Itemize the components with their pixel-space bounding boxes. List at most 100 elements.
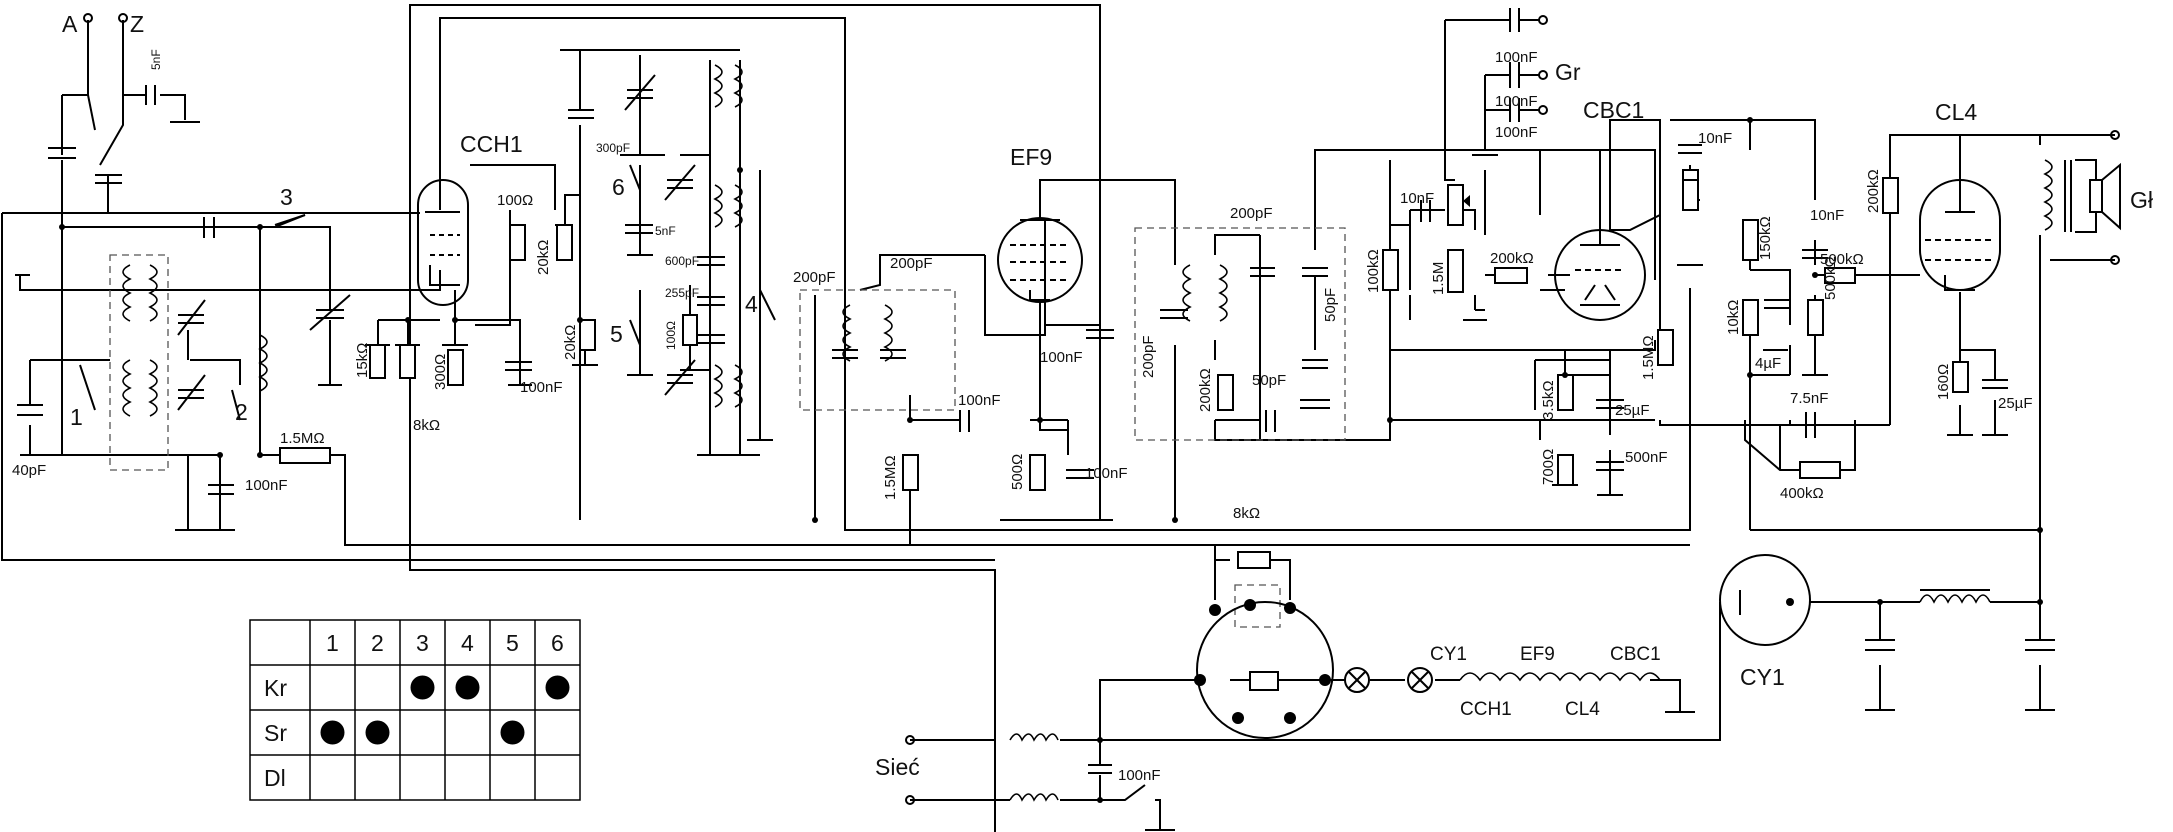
table-col-5: 5 <box>506 630 519 656</box>
capacitor <box>880 349 906 359</box>
coil <box>148 359 158 417</box>
ground-label: Z <box>130 11 144 37</box>
label-c-100nf-ef9: 100nF <box>1040 349 1083 366</box>
tube-ef9 <box>997 180 1083 350</box>
switch-label-2: 2 <box>235 399 248 425</box>
junction-dots <box>59 117 2043 803</box>
mains-choke <box>1009 733 1059 742</box>
potentiometer <box>1447 184 1464 226</box>
coil <box>258 334 268 392</box>
resistor <box>1217 374 1234 411</box>
label-c-40pf: 40pF <box>12 462 46 479</box>
capacitor <box>625 224 653 234</box>
label-r-200k-det: 200kΩ <box>1197 368 1214 412</box>
label-r-500-ef9: 500Ω <box>1009 454 1026 490</box>
capacitor <box>1596 399 1624 409</box>
coil <box>148 264 158 322</box>
resistor <box>1807 299 1824 336</box>
label-r-1m5-g: 1.5MΩ <box>882 455 899 500</box>
label-c-300pf: 300pF <box>596 141 630 155</box>
label-r-200k-cl4: 200kΩ <box>1865 169 1882 213</box>
resistor <box>556 224 573 261</box>
label-c-50pf-b: 50pF <box>1252 372 1286 389</box>
table-mark-sr-1 <box>320 720 345 745</box>
resistor <box>369 344 386 379</box>
speaker-icon <box>2075 159 2121 233</box>
switch-2-contact <box>231 389 241 421</box>
capacitor <box>2025 639 2055 651</box>
capacitor <box>95 174 122 184</box>
label-r-1m5-cbc: 1.5MΩ <box>1640 335 1657 380</box>
label-c-25uf-cl4: 25µF <box>1998 395 2033 412</box>
resistor <box>1494 267 1528 284</box>
label-c-100nf-agc: 100nF <box>245 477 288 494</box>
output-transformer-coil <box>2043 159 2053 231</box>
switch-1-contact <box>79 364 96 411</box>
tube-cbc1 <box>1554 150 1646 321</box>
capacitor <box>1302 267 1328 277</box>
label-r-150k: 150kΩ <box>1757 216 1774 260</box>
resistor <box>399 344 416 379</box>
label-c-600pf: 600pF <box>665 254 699 268</box>
label-c-10nf-cpl: 10nF <box>1810 207 1844 224</box>
resistor <box>1657 329 1674 366</box>
switch-label-6: 6 <box>612 174 625 200</box>
resistor <box>682 314 698 346</box>
capacitor <box>1086 329 1114 339</box>
label-c-25uf-cbc: 25µF <box>1615 402 1650 419</box>
capacitor <box>1302 359 1328 369</box>
label-c-100nf-gr3: 100nF <box>1495 124 1538 141</box>
coil <box>883 304 893 362</box>
label-c-255pf: 255pF <box>665 286 699 300</box>
resistors <box>279 169 1969 569</box>
capacitor <box>1678 144 1702 154</box>
coil <box>733 64 743 108</box>
resistor <box>1029 454 1046 491</box>
table-row-label-dl: Dl <box>264 765 286 791</box>
label-c-100nf-g: 100nF <box>958 392 1001 409</box>
coil <box>733 184 743 228</box>
labels: A Z 5nF CCH1 EF9 CBC1 CL4 CY1 Gr Gł Sieć… <box>12 11 2153 784</box>
table-col-2: 2 <box>371 630 384 656</box>
label-r-20k-b: 20kΩ <box>562 325 579 360</box>
variable-capacitor <box>624 74 656 111</box>
if2-shield <box>1134 227 1346 441</box>
resistor <box>1382 249 1399 291</box>
coils <box>122 64 2072 802</box>
capacitor <box>1300 399 1330 409</box>
label-r-15k: 15kΩ <box>354 343 371 378</box>
mains-label: Sieć <box>875 754 920 780</box>
label-c-100nf-gr1: 100nF <box>1495 49 1538 66</box>
switch-4-contact <box>759 289 776 321</box>
switch-table: 1 2 3 4 5 6 Kr Sr Dl <box>249 619 581 801</box>
switch-label-5: 5 <box>610 321 623 347</box>
label-c-10nf-tone: 10nF <box>1698 130 1732 147</box>
table-col-4: 4 <box>461 630 474 656</box>
table-mark-kr-6 <box>545 675 570 700</box>
capacitor <box>959 410 970 432</box>
label-r-20k-a: 20kΩ <box>535 240 552 275</box>
mains-choke <box>1009 793 1059 802</box>
variable-capacitor <box>177 299 206 336</box>
input-coil-shield <box>109 254 169 471</box>
resistor <box>1799 461 1841 479</box>
switch-label-3: 3 <box>280 184 293 210</box>
capacitor <box>1802 249 1828 259</box>
lamp-icon <box>1344 667 1370 693</box>
table-row-label-kr: Kr <box>264 675 287 701</box>
tube-socket <box>1194 599 1334 739</box>
variable-capacitor <box>309 294 351 331</box>
resistor <box>1557 374 1574 411</box>
label-r-1m5-vol: 1.5M <box>1430 262 1447 295</box>
coil <box>1218 264 1228 322</box>
switch-label-4: 4 <box>745 291 758 317</box>
label-c-200pf-if2b: 200pF <box>1230 205 1273 222</box>
heater-ef9: EF9 <box>1520 644 1555 665</box>
heater-cch1: CCH1 <box>1460 699 1512 720</box>
variable-capacitor <box>664 164 696 201</box>
capacitor <box>697 296 725 306</box>
tubes <box>417 150 2001 739</box>
label-c-200pf-if1b: 200pF <box>890 255 933 272</box>
cl4-label: CL4 <box>1935 99 1977 125</box>
